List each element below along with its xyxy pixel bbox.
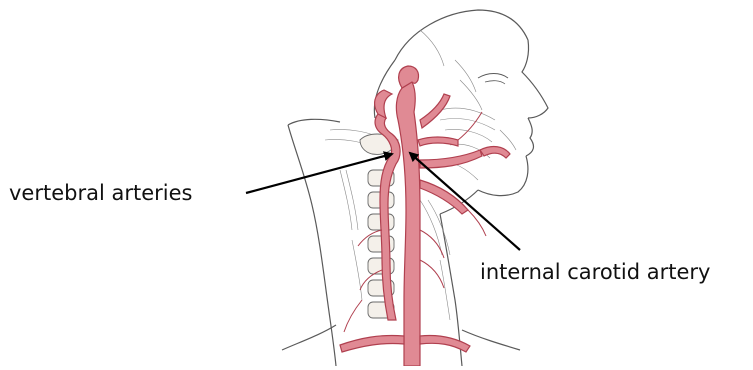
arteries: [340, 66, 510, 366]
vertebral-arteries-label: vertebral arteries: [9, 183, 192, 204]
carotid-pointer-line: [410, 153, 520, 250]
internal-carotid-artery-label: internal carotid artery: [480, 262, 710, 283]
